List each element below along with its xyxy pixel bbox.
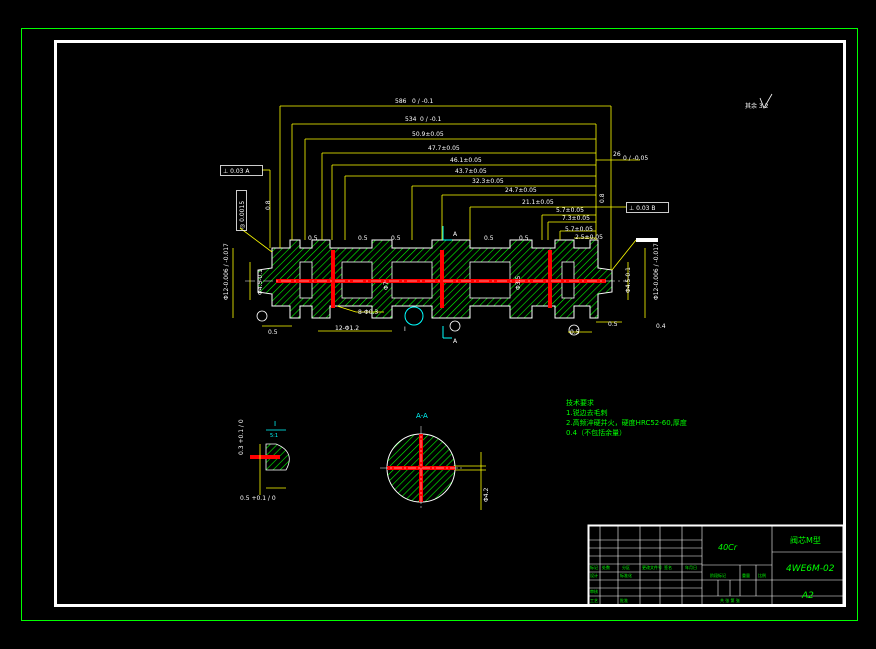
tb-r3-0: 审核: [590, 588, 598, 594]
detail-view: I 5:1 0.3 +0.1 / 0 0.5 +0.1 / 0: [238, 419, 290, 502]
detail-title: I: [274, 420, 276, 428]
phi-inner-a: Φ7: [383, 281, 390, 290]
ra-left: 0.8: [265, 200, 272, 210]
dim-25: 2.5±0.05: [575, 234, 603, 241]
tol-frame-b: ⊥ 0.03 B: [629, 205, 656, 212]
dimension-text: 586 0 / -0.1 534 0 / -0.1 50.9±0.05 47.7…: [220, 93, 773, 336]
part-name: 阀芯M型: [790, 535, 821, 545]
section-mark-top: A: [453, 231, 458, 238]
section-mark-bottom: A: [453, 338, 458, 345]
dim-534: 534: [405, 116, 417, 123]
detail-dim-v: 0.3 +0.1 / 0: [238, 419, 245, 455]
ra-bottom: 0.4: [656, 323, 666, 330]
detail-dim-h: 0.5 +0.1 / 0: [240, 495, 276, 502]
gap-c: 0.5: [391, 235, 401, 242]
gap-bl: 0.5: [268, 329, 278, 336]
tb-r4-1: 批准: [620, 597, 628, 603]
section-view: A-A Φ4.2: [380, 412, 490, 510]
tech-notes: 技术要求 1.锐边去毛刺 2.高频淬硬并火，硬度HRC52-60,厚度 0.4（…: [566, 398, 687, 437]
tb-r2-3: 重量: [742, 572, 750, 578]
title-block: 40Cr 阀芯M型 4WE6M-02 A2 标记 处数 分区 更改文件号 签名 …: [587, 524, 845, 607]
dim-211: 21.1±0.05: [522, 199, 554, 206]
tb-r1-1: 处数: [602, 564, 610, 570]
gap-d: 0.5: [484, 235, 494, 242]
tb-r2-1: 标准化: [620, 572, 632, 578]
dim-477: 47.7±0.05: [428, 145, 460, 152]
surface-overall: 其余 3.2: [745, 102, 769, 110]
gap-br: 0.5: [608, 321, 618, 328]
phi-main-left: Φ12-0.006 / -0.017: [223, 243, 230, 300]
dim-461: 46.1±0.05: [450, 157, 482, 164]
inner-frame: [54, 40, 846, 607]
notes-line2: 2.高频淬硬并火，硬度HRC52-60,厚度: [566, 418, 687, 427]
tb-r2-2: 阶段标记: [710, 572, 726, 578]
dim-57a: 5.7±0.05: [556, 207, 584, 214]
notes-line3: 0.4（不包括余量）: [566, 428, 626, 437]
dim-26-tol: 0 / -0.05: [623, 155, 648, 162]
section-dim: Φ4.2: [483, 488, 490, 502]
material: 40Cr: [718, 543, 738, 552]
phi-main-right: Φ12-0.006 / -0.017: [653, 243, 660, 300]
notes-heading: 技术要求: [566, 398, 594, 407]
tb-r1-4: 签名: [664, 564, 672, 570]
ra-right: 0.8: [599, 193, 606, 203]
dim-323: 32.3±0.05: [472, 178, 504, 185]
drawing-number: 4WE6M-02: [786, 564, 835, 574]
outer-frame: [21, 28, 858, 621]
section-title: A-A: [416, 412, 428, 420]
notes-line1: 1.锐边去毛刺: [566, 408, 608, 417]
gap-e: 0.5: [519, 235, 529, 242]
hole-8: 8-Φ0.3: [358, 309, 378, 316]
main-view: A A I: [245, 226, 628, 345]
dim-overall-tol: 0 / -0.1: [412, 98, 434, 105]
gap-b: 0.5: [358, 235, 368, 242]
dim-437: 43.7±0.05: [455, 168, 487, 175]
gap-bm: 0.5: [570, 329, 580, 336]
phi-43-right: Φ4.5-0.1: [625, 267, 632, 293]
tb-r1-2: 分区: [622, 564, 630, 570]
dim-247: 24.7±0.05: [505, 187, 537, 194]
tb-r1-5: 年月日: [685, 564, 697, 570]
tb-r1-0: 标记: [590, 564, 598, 570]
dim-26: 26: [613, 151, 621, 158]
detail-mark: I: [404, 326, 406, 333]
dim-534-tol: 0 / -0.1: [420, 116, 442, 123]
phi-43-left: Φ4.5-0.1: [257, 269, 264, 295]
dimension-lines: [232, 105, 656, 333]
hole-12: 12-Φ1.2: [335, 325, 359, 332]
sheet-size: A2: [801, 591, 814, 601]
tb-r4-2: 共 张 第 张: [720, 597, 740, 603]
dim-57b: 5.7±0.05: [565, 226, 593, 233]
detail-scale: 5:1: [270, 433, 278, 439]
tb-r2-4: 比例: [758, 572, 766, 578]
dim-509: 50.9±0.05: [412, 131, 444, 138]
phi-inner-b: Φ3.5: [515, 276, 522, 290]
tb-r2-0: 设计: [590, 572, 598, 578]
gap-a: 0.5: [308, 235, 318, 242]
dim-73: 7.3±0.05: [562, 215, 590, 222]
tb-r4-0: 工艺: [590, 598, 598, 603]
tol-frame-a: ⊥ 0.03 A: [223, 168, 250, 175]
detail-circle: [404, 306, 424, 326]
tb-r1-3: 更改文件号: [642, 564, 662, 570]
dim-overall: 586: [395, 98, 407, 105]
tol-frame-c: ◎ 0.0015: [239, 201, 246, 229]
